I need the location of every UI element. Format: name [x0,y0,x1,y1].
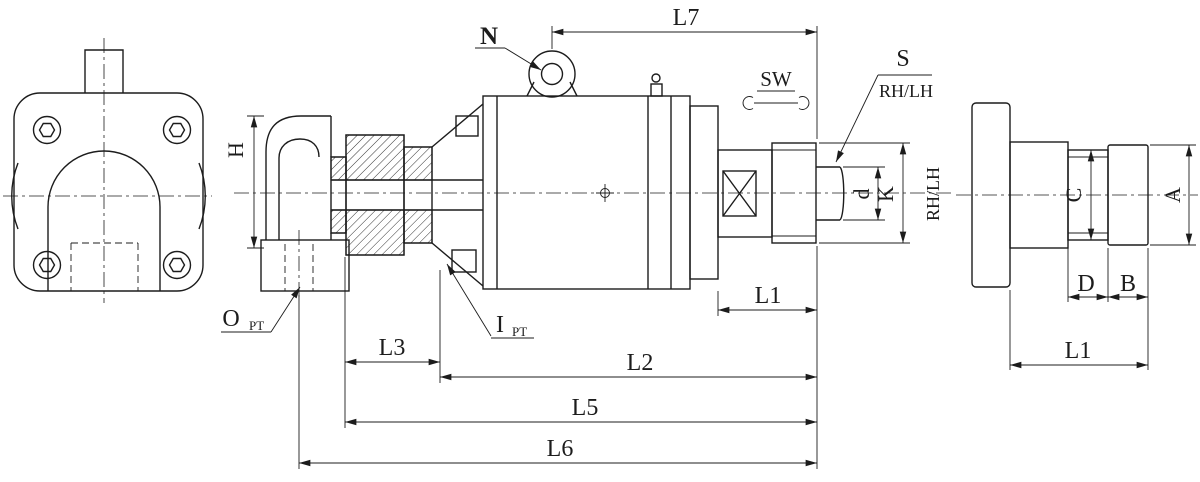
a-label: A [1160,187,1185,203]
l2-dimension: L2 [440,350,817,381]
n-leader-line [504,47,542,71]
l1-mid-label: L1 [755,283,782,309]
l3-label: L3 [379,335,406,361]
l3-dimension: L3 [345,335,440,366]
upper-port-boss [455,115,479,137]
d-dimension: d [843,166,885,221]
section-view: N SW S RH/LH H [221,5,952,469]
k-label: K [873,186,898,202]
l1-right-label: L1 [1065,338,1092,364]
l7-label: L7 [673,5,700,31]
wrench-icon [742,96,810,110]
elbow-bottom-flange [260,239,350,292]
h-label: H [223,142,248,158]
s-label: S [896,46,909,72]
top-stem [84,49,124,93]
l2-label: L2 [627,350,654,376]
left-body-arc [11,162,19,230]
l1-mid-dimension: L1 [718,283,817,314]
i-port-thread-label: PT [512,324,527,339]
flange-plate-outline [13,92,204,292]
elbow-fitting [260,115,350,292]
inner-port-boss [451,249,477,273]
c-label: C [1061,188,1086,203]
a-dimension: A [1150,144,1196,246]
grease-fitting [650,73,663,97]
inlet-cone [431,103,484,287]
i-port-label: I [496,312,504,338]
l5-label: L5 [572,395,599,421]
l7-dimension: L7 [551,5,818,139]
end-cap [689,105,719,280]
bolt-hole [32,250,62,280]
bolt-hole [162,250,192,280]
bolt-hole [32,115,62,145]
h-dimension: H [223,115,264,249]
d-label: d [849,189,874,200]
n-callout: N [475,23,542,71]
rotor-section-3 [1107,144,1149,246]
l6-label: L6 [547,436,574,462]
shaft-stub [816,166,845,221]
center-bore-dome [47,150,161,291]
c-dimension: C [1061,150,1095,240]
rotor-view: C A D B L1 [956,102,1198,370]
o-port-label: O [222,306,239,332]
n-label: N [480,23,498,50]
b-label: B [1120,271,1136,297]
sw-callout: SW [742,67,810,110]
k-dimension: K [819,142,910,244]
l1-right-dimension: L1 [1009,290,1148,370]
front-view [3,38,212,303]
d-b-dimensions: D B [1067,244,1149,370]
lifting-lug [526,50,578,98]
center-mark [596,184,614,202]
s-leader-line [835,74,879,163]
housing-body [482,50,719,290]
bolt-hole [162,115,192,145]
rh-lh-rotated-label: RH/LH [923,167,943,221]
right-body-arc [198,162,206,230]
threaded-section [771,142,817,244]
output-shaft [717,142,845,244]
l5-dimension: L5 [345,395,817,426]
l6-dimension: L6 [299,436,817,467]
keyway-section [722,170,757,217]
d-cap-label: D [1077,271,1094,297]
sw-label: SW [760,67,792,91]
hidden-bore-lines [70,242,139,291]
i-port-callout: I PT [446,263,534,339]
s-callout: S RH/LH [835,46,933,163]
bottom-dimensions: L1 L3 L2 L5 L6 [298,246,818,469]
swivel-nut-section [330,134,483,256]
o-port-leader [270,286,301,333]
rh-lh-under-s-label: RH/LH [879,81,933,101]
i-port-leader [446,263,492,337]
o-port-callout: O PT [221,286,301,333]
o-port-thread-label: PT [249,318,264,333]
